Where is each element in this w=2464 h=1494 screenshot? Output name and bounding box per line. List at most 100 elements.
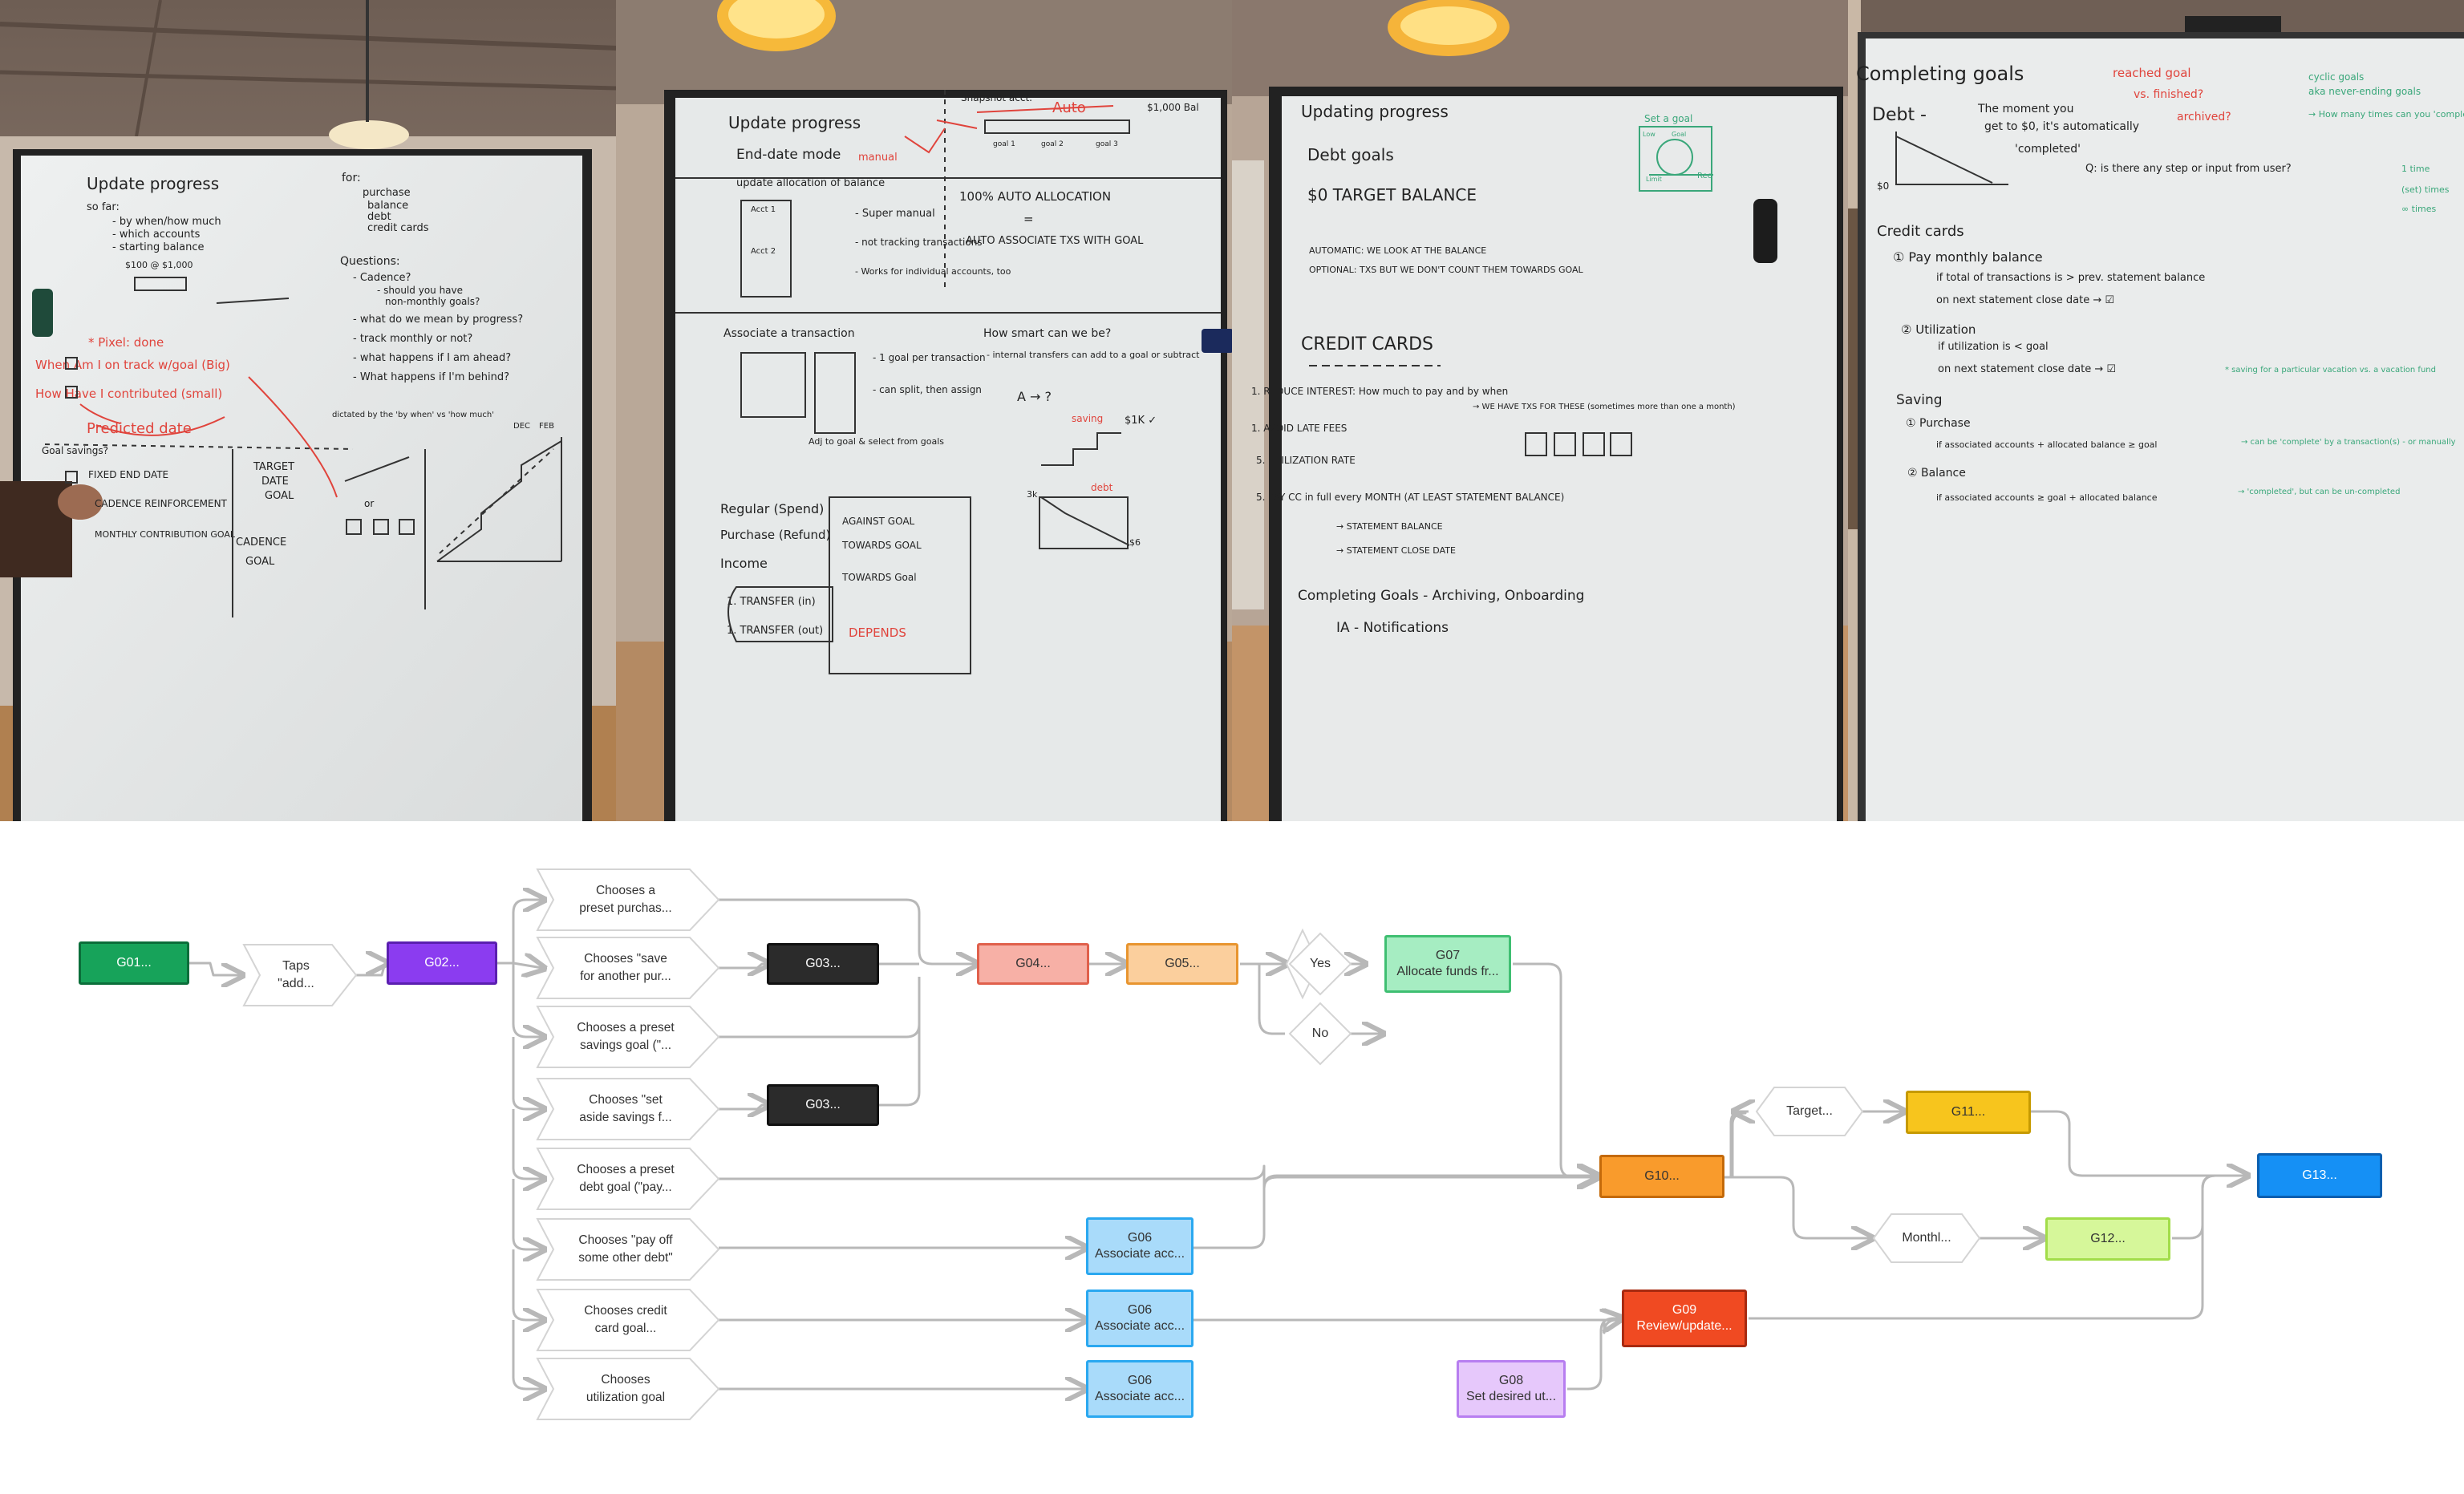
wb1-question: - should you have	[377, 285, 463, 296]
decision-monthly[interactable]: Monthl...	[1874, 1214, 1980, 1262]
decision-target[interactable]: Target...	[1757, 1087, 1862, 1136]
node-g07[interactable]: G07 Allocate funds fr...	[1384, 935, 1511, 993]
wb4-saving: Saving	[1896, 392, 1943, 408]
wb1-for: purchase	[363, 187, 411, 199]
wb4-cyclic: → How many times can you 'complete' a go…	[2308, 109, 2464, 119]
wb4-can-be: → can be 'complete' by a transaction(s) …	[2241, 438, 2456, 447]
wb1-question: - track monthly or not?	[353, 333, 472, 345]
wb4-moment: get to $0, it's automatically	[1984, 120, 2139, 133]
step-taps-add[interactable]: Taps"add...	[244, 945, 356, 1006]
wb1-axis-label: DEC	[513, 422, 530, 431]
node-g09[interactable]: G09 Review/update...	[1622, 1290, 1747, 1347]
wb1-question: - what do we mean by progress?	[353, 314, 523, 326]
wb1-question: Questions:	[340, 255, 400, 268]
wb1-goal-savings: Goal savings?	[42, 445, 108, 456]
wb3-set-a-goal: Set a goal	[1644, 113, 1692, 124]
node-g09-id: G09	[1672, 1303, 1697, 1317]
wb3-item: → STATEMENT BALANCE	[1336, 521, 1443, 532]
wb2-auto-assoc: AUTO ASSOCIATE TXS WITH GOAL	[966, 235, 1144, 247]
wb2-against: AGAINST GOAL	[842, 516, 915, 527]
choice-label-line: utilization goal	[586, 1391, 666, 1404]
node-g06-id: G06	[1127, 1303, 1153, 1317]
decision-no[interactable]: No	[1290, 1019, 1351, 1048]
node-g04[interactable]: G04...	[977, 943, 1089, 985]
wb4-cyclic: ∞ times	[2401, 204, 2437, 214]
choice-label-line: Chooses "save	[584, 952, 667, 966]
node-g06-b[interactable]: G06 Associate acc...	[1086, 1290, 1194, 1347]
whiteboard-photo-2: Update progress End-date mode manual Aut…	[616, 0, 1232, 821]
node-g01-label: G01...	[116, 956, 152, 970]
wb2-how-smart: How smart can we be?	[983, 327, 1111, 340]
wb1-line: - starting balance	[112, 241, 205, 253]
wb4-question: Q: is there any step or input from user?	[2085, 163, 2292, 175]
wb3-item: 5. PAY CC in full every MONTH (AT LEAST …	[1256, 492, 1564, 503]
node-g12-label: G12...	[2090, 1232, 2126, 1245]
choice-label-line: debt goal ("pay...	[579, 1180, 672, 1194]
wb2-bullet: - Super manual	[855, 208, 935, 220]
node-g08-id: G08	[1498, 1374, 1524, 1387]
node-g12[interactable]: G12...	[2045, 1217, 2170, 1261]
node-g01[interactable]: G01...	[79, 941, 189, 985]
wb4-cyclic: cyclic goals	[2308, 71, 2364, 83]
wb2-goal: goal 1	[993, 140, 1015, 148]
wb2-against: TOWARDS GOAL	[841, 540, 922, 551]
wb2-debt: debt	[1091, 482, 1113, 493]
decision-yes[interactable]: Yes	[1290, 949, 1351, 978]
node-g10[interactable]: G10...	[1599, 1155, 1724, 1198]
wb1-red-note: Predicted date	[87, 420, 192, 437]
taps-label-line: "add...	[278, 977, 314, 990]
whiteboard-photo-4: Completing goals reached goal vs. finish…	[1848, 0, 2464, 821]
choice-label-line: savings goal ("...	[579, 1039, 672, 1052]
node-g11[interactable]: G11...	[1906, 1091, 2031, 1134]
node-g05-label: G05...	[1165, 957, 1200, 970]
choice-label-line: Chooses "pay off	[578, 1233, 673, 1247]
node-g02[interactable]: G02...	[387, 941, 497, 985]
connector-lines	[189, 900, 2246, 1389]
wb2-title: Update progress	[728, 113, 861, 132]
node-g06-c[interactable]: G06 Associate acc...	[1086, 1360, 1194, 1418]
wb1-question: - What happens if I'm behind?	[353, 371, 509, 383]
wb2-assoc-bullet: - 1 goal per transaction	[873, 352, 986, 363]
choice-save-another-purpose[interactable]: Chooses "save for another pur...	[537, 937, 722, 998]
wb1-dictated: dictated by the 'by when' vs 'how much'	[332, 411, 494, 419]
wb4-archived: archived?	[2177, 111, 2231, 123]
node-g06-a[interactable]: G06 Associate acc...	[1086, 1217, 1194, 1275]
wb1-cadence: CADENCE	[236, 536, 286, 549]
wb1-red-note: How Have I contributed (small)	[35, 387, 222, 401]
node-g08[interactable]: G08 Set desired ut...	[1457, 1360, 1566, 1418]
decision-target-label: Target...	[1786, 1104, 1833, 1118]
choice-label-line: aside savings f...	[579, 1111, 672, 1124]
wb1-for: for:	[342, 172, 361, 184]
wb2-goal: goal 3	[1096, 140, 1118, 148]
choice-label-line: Chooses a	[595, 884, 656, 897]
node-g03-a[interactable]: G03...	[767, 943, 879, 985]
wb2-regular: Regular (Spend)	[720, 501, 824, 516]
wb4-cyclic: 1 time	[2401, 164, 2430, 174]
node-g06-label: Associate acc...	[1094, 1390, 1185, 1403]
whiteboard-photo-1: Update progress so far: - by when/how mu…	[0, 0, 616, 821]
wb1-line: - which accounts	[112, 229, 201, 241]
wb4-utilization: ② Utilization	[1901, 322, 1976, 337]
whiteboard-photos: Update progress so far: - by when/how mu…	[0, 0, 2464, 821]
wb1-goal-savings: CADENCE REINFORCEMENT	[95, 498, 228, 509]
node-g06-label: Associate acc...	[1094, 1247, 1185, 1261]
node-g13[interactable]: G13...	[2257, 1153, 2382, 1198]
choice-label-line: for another pur...	[580, 970, 671, 983]
wb2-equals: =	[1023, 212, 1034, 226]
node-g03-b[interactable]: G03...	[767, 1084, 879, 1126]
wb3-item: 5. UTILIZATION RATE	[1256, 455, 1356, 466]
node-g05[interactable]: G05...	[1126, 943, 1238, 985]
node-g06-id: G06	[1127, 1231, 1153, 1245]
decision-yes-label: Yes	[1309, 957, 1331, 970]
wb2-auto-alloc: 100% AUTO ALLOCATION	[959, 189, 1111, 204]
wb1-target-date: GOAL	[265, 490, 294, 502]
choice-shapes	[242, 868, 1981, 1420]
wb2-amount: $1,000 Bal	[1147, 102, 1199, 113]
